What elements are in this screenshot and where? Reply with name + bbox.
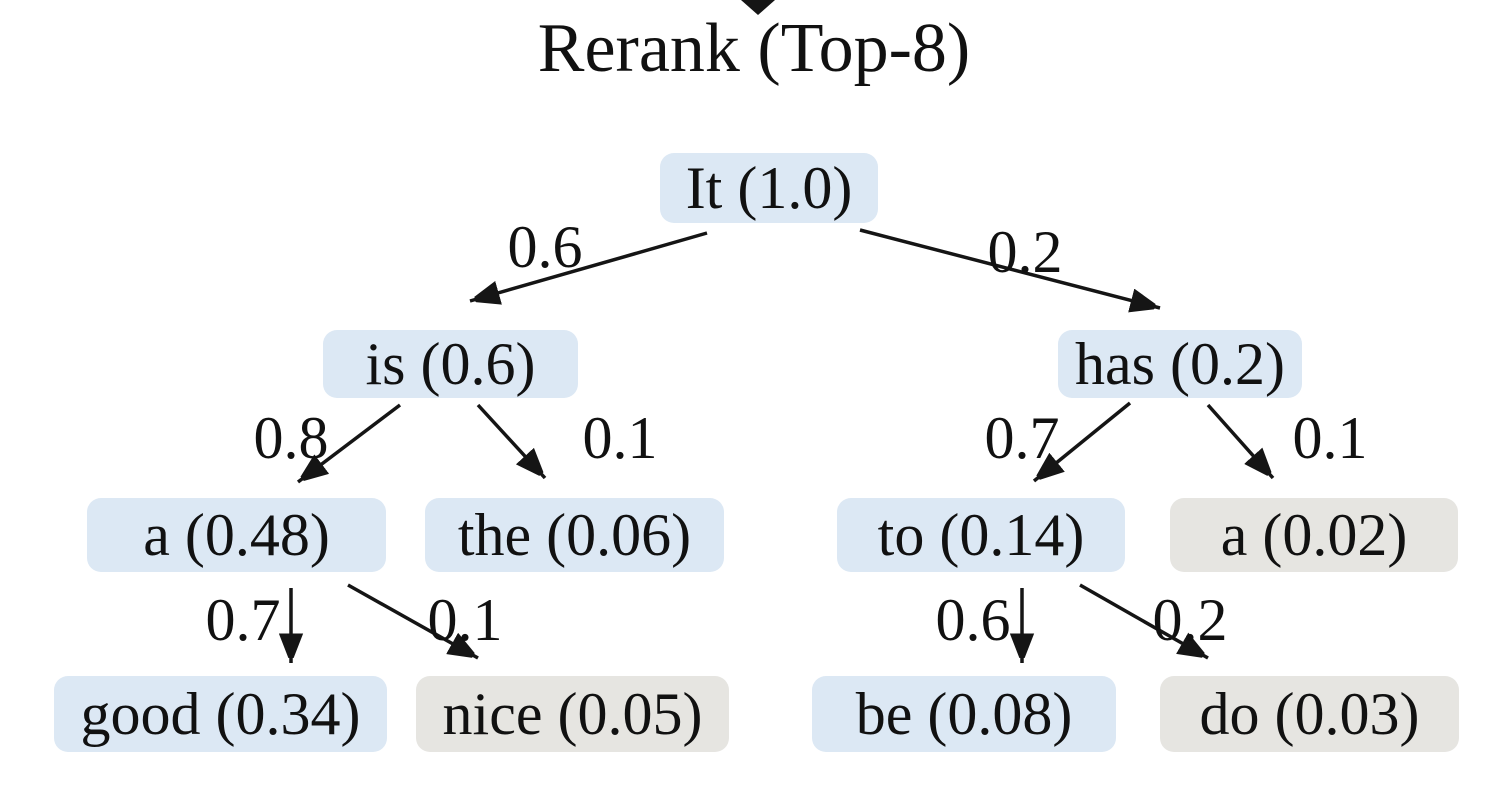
tree-node-a2: a (0.02) (1170, 498, 1458, 572)
tree-node-a1: a (0.48) (87, 498, 386, 572)
tree-node-be: be (0.08) (812, 676, 1116, 752)
tree-node-do: do (0.03) (1160, 676, 1459, 752)
edge-arrow-is-a1 (298, 403, 402, 484)
tree-node-the: the (0.06) (425, 498, 724, 572)
edge-arrow-has-to (1034, 401, 1132, 483)
edge-arrow-a1-nice (347, 583, 478, 660)
tree-node-good: good (0.34) (54, 676, 387, 752)
edge-weight-a1-nice: 0.1 (427, 587, 503, 653)
edge-weight-to-be: 0.6 (935, 587, 1011, 653)
edge-arrow-has-a2 (1206, 403, 1275, 478)
tree-node-has: has (0.2) (1058, 330, 1302, 398)
edge-weight-a1-good: 0.7 (205, 587, 281, 653)
edge-arrow-it-is (469, 231, 708, 301)
cropped-down-arrowhead-icon (741, 0, 775, 15)
figure-title: Rerank (Top-8) (537, 10, 971, 87)
edge-weight-it-is: 0.6 (507, 214, 583, 280)
tree-node-to: to (0.14) (837, 498, 1125, 572)
edge-arrow-to-do (1079, 583, 1208, 660)
tree-node-nice: nice (0.05) (416, 676, 729, 752)
edge-weight-is-the: 0.1 (582, 405, 658, 471)
edge-arrow-is-the (476, 403, 547, 478)
edge-weight-to-do: 0.2 (1152, 587, 1228, 653)
edge-arrow-it-has (859, 228, 1161, 308)
tree-node-it: It (1.0) (660, 153, 878, 223)
edge-weight-has-to: 0.7 (984, 405, 1060, 471)
tree-node-is: is (0.6) (323, 330, 578, 398)
edge-weight-is-a1: 0.8 (253, 405, 329, 471)
edge-weight-it-has: 0.2 (987, 219, 1063, 285)
edge-weight-has-a2: 0.1 (1292, 405, 1368, 471)
